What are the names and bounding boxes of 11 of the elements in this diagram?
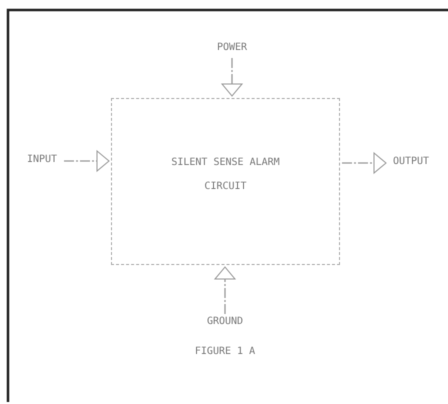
signal-arrow: [214, 266, 236, 314]
signal-label: INPUT: [26, 154, 58, 165]
signal-arrow: [342, 152, 386, 174]
signal-label: POWER: [216, 42, 248, 53]
circuit-block: [111, 98, 340, 265]
signal-arrow: [222, 58, 242, 96]
signal-arrow: [64, 150, 110, 172]
signal-label: OUTPUT: [392, 156, 430, 167]
figure-caption: FIGURE 1 A: [194, 346, 256, 357]
block-title: SILENT SENSE ALARM CIRCUIT: [170, 156, 281, 194]
signal-label: GROUND: [206, 316, 244, 327]
